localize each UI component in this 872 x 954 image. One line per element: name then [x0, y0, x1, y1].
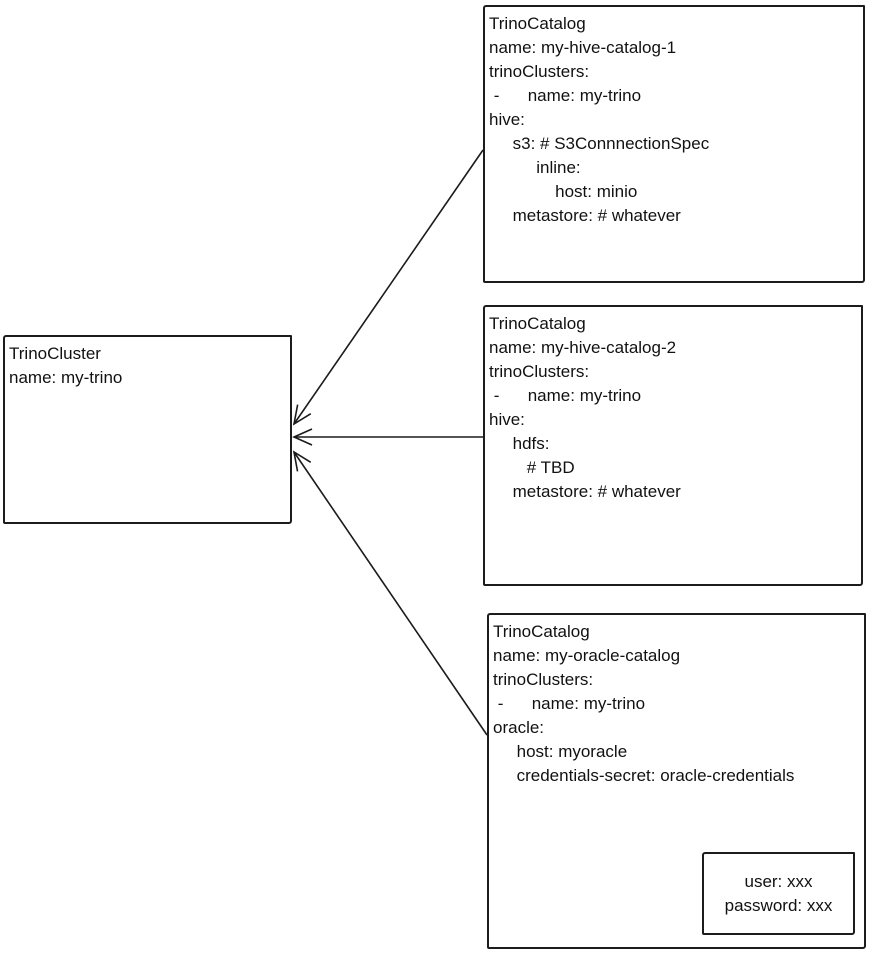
yaml-line: inline:: [489, 158, 581, 177]
yaml-line: hive:: [489, 110, 525, 129]
yaml-line: - name: my-trino: [493, 694, 646, 713]
trino-catalog-1-node: TrinoCatalog name: my-hive-catalog-1 tri…: [483, 5, 865, 283]
yaml-line: - name: my-trino: [489, 386, 642, 405]
credentials-secret-node: user: xxx password: xxx: [702, 852, 855, 935]
yaml-line: trinoClusters:: [493, 670, 594, 689]
yaml-line: host: minio: [489, 182, 638, 201]
node-title: TrinoCluster: [9, 344, 101, 363]
trino-catalog-3-node: TrinoCatalog name: my-oracle-catalog tri…: [487, 613, 866, 949]
trino-catalog-2-node: TrinoCatalog name: my-hive-catalog-2 tri…: [483, 305, 863, 586]
yaml-line: name: my-hive-catalog-1: [489, 38, 677, 57]
connector-catalog3-to-cluster: [292, 450, 488, 736]
yaml-line: # TBD: [489, 458, 575, 477]
node-title: TrinoCatalog: [489, 14, 586, 33]
node-title: TrinoCatalog: [493, 622, 590, 641]
yaml-line: - name: my-trino: [489, 86, 642, 105]
yaml-line: name: my-trino: [9, 368, 123, 387]
yaml-line: metastore: # whatever: [489, 482, 681, 501]
yaml-line: trinoClusters:: [489, 62, 590, 81]
trino-cluster-node: TrinoCluster name: my-trino: [3, 335, 292, 524]
yaml-line: hdfs:: [489, 434, 550, 453]
yaml-line: hive:: [489, 410, 525, 429]
yaml-line: s3: # S3ConnnectionSpec: [489, 134, 710, 153]
yaml-line: oracle:: [493, 718, 545, 737]
yaml-line: name: my-hive-catalog-2: [489, 338, 677, 357]
yaml-line: name: my-oracle-catalog: [493, 646, 681, 665]
yaml-line: host: myoracle: [493, 742, 628, 761]
node-title: TrinoCatalog: [489, 314, 586, 333]
yaml-line: credentials-secret: oracle-credentials: [493, 766, 795, 785]
yaml-line: user: xxx: [744, 871, 813, 891]
yaml-line: metastore: # whatever: [489, 206, 681, 225]
connector-catalog1-to-cluster: [292, 149, 484, 426]
yaml-line: trinoClusters:: [489, 362, 590, 381]
yaml-line: password: xxx: [724, 895, 833, 915]
